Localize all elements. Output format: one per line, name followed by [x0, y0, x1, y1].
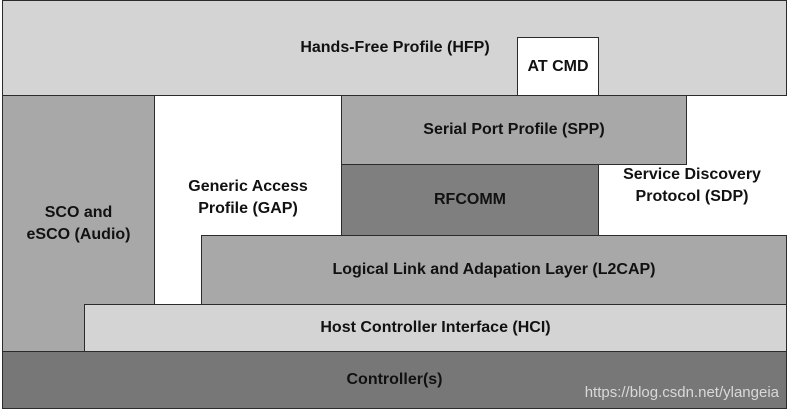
rfcomm-block: RFCOMM — [341, 164, 599, 236]
hci-block: Host Controller Interface (HCI) — [84, 304, 787, 352]
controller-block: Controller(s) — [2, 351, 787, 409]
gap-label: Generic Access Profile (GAP) — [188, 178, 308, 217]
at-cmd-block: AT CMD — [517, 37, 599, 96]
watermark-text: https://blog.csdn.net/ylangeia — [584, 384, 779, 401]
sdp-label: Service Discovery Protocol (SDP) — [623, 166, 761, 205]
l2cap-block: Logical Link and Adapation Layer (L2CAP) — [201, 235, 787, 305]
sco-esco-block: SCO and eSCO (Audio) — [2, 95, 155, 352]
hfp-label: Hands-Free Profile (HFP) — [300, 39, 490, 56]
hfp-block — [2, 0, 787, 96]
spp-block: Serial Port Profile (SPP) — [341, 95, 687, 165]
